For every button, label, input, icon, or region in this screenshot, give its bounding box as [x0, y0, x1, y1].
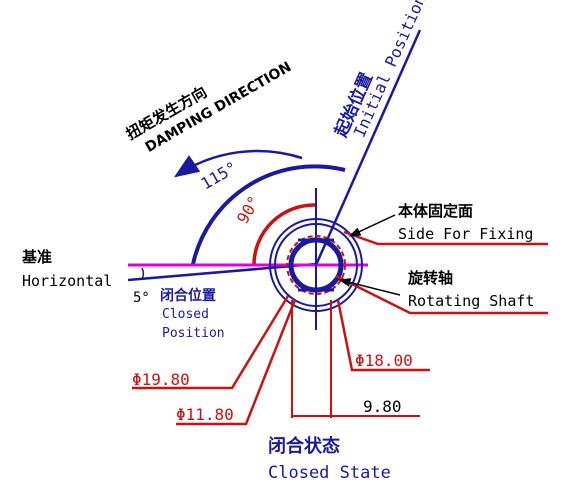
fixing-arrow: [348, 214, 396, 237]
dim-d11-label: Φ11.80: [176, 405, 234, 424]
initial-position-label-en: Initial Position: [350, 0, 430, 140]
shaft-arrow: [338, 278, 401, 296]
circle-d11-dashed: [286, 235, 346, 295]
closed-position-line: [127, 262, 317, 282]
fixing-label-cn: 本体固定面: [398, 202, 473, 220]
closed-state-label-en: Closed State: [268, 463, 391, 483]
horizontal-label-en: Horizontal: [22, 272, 112, 290]
circle-d18: [274, 223, 358, 307]
initial-position-line: [314, 29, 422, 266]
angle-115-arc: [191, 164, 346, 265]
angle-5-arc: [141, 267, 145, 280]
angle-90-label: 90°: [233, 192, 264, 227]
leader-d11: [176, 299, 297, 426]
closed-position-label-cn: 闭合位置: [160, 287, 216, 304]
angle-5-label: 5°: [133, 290, 150, 306]
dim-d18-label: Φ18.00: [355, 351, 413, 370]
closed-state-label-cn: 闭合状态: [268, 435, 340, 457]
shaft-label-cn: 旋转轴: [407, 269, 453, 287]
damping-direction-arc: [173, 149, 303, 178]
shaft-label-en: Rotating Shaft: [408, 292, 534, 310]
horizontal-label-cn: 基准: [21, 248, 52, 266]
angle-115-label: 115°: [198, 158, 241, 194]
leader-shaft: [335, 274, 548, 315]
leader-d19: [132, 295, 290, 390]
closed-position-label-en1: Closed: [162, 307, 209, 322]
leader-d18: [336, 299, 430, 372]
angle-90-arc: [252, 203, 317, 266]
outer-circle-d19: [269, 218, 363, 312]
dim-d19-label: Φ19.80: [132, 370, 190, 389]
closed-position-label-en2: Position: [162, 326, 225, 341]
fixing-label-en: Side For Fixing: [398, 225, 533, 243]
dim-98-label: 9.80: [363, 397, 402, 416]
